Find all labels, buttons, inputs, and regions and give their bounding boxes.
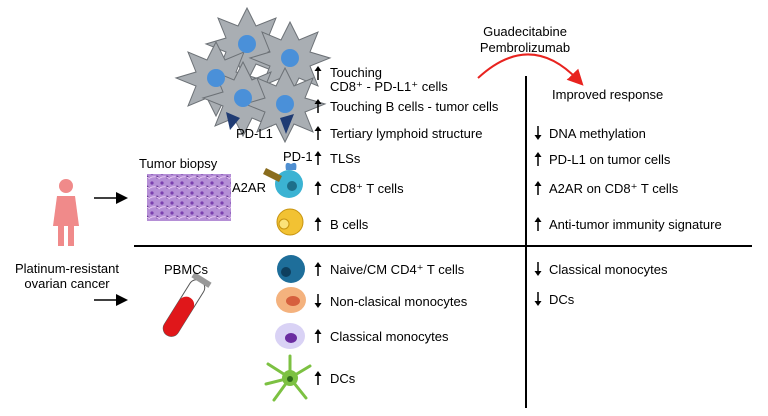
biopsy-histology-image	[147, 174, 231, 221]
response-antitumor-signature: Anti-tumor immunity signature	[549, 217, 722, 232]
tumor-cells-icon	[174, 6, 332, 144]
pd1-label: PD-1	[283, 149, 313, 164]
therapy-drug-1: Guadecitabine	[483, 24, 567, 39]
trend-arrow-head	[534, 301, 542, 306]
tumor-finding-b-cells: B cells	[330, 217, 369, 232]
blood-finding-dcs: DCs	[330, 371, 356, 386]
tumor-finding-b-tumor-contact: Touching B cells - tumor cells	[330, 99, 499, 114]
tumor-finding-tls-structure: Tertiary lymphoid structure	[330, 126, 483, 141]
pdl1-triangles	[226, 112, 294, 134]
pbmc-label: PBMCs	[164, 262, 209, 277]
trend-arrow-head	[534, 152, 542, 157]
non-classical-monocyte-nucleus	[286, 296, 300, 306]
dendritic-cell-nucleus	[287, 376, 293, 382]
tumor-finding-cd8: CD8⁺ T cells	[330, 181, 404, 196]
trend-arrow-head	[314, 151, 322, 156]
response-classical-mono: Classical monocytes	[549, 262, 668, 277]
pd1-receptor-icon	[285, 162, 297, 170]
trend-arrow-head	[314, 126, 322, 131]
naive-cd4-t-cell-icon	[277, 255, 305, 283]
blood-finding-classical-mono: Classical monocytes	[330, 329, 449, 344]
direction-arrows	[314, 66, 542, 385]
response-a2ar-cd8: A2AR on CD8⁺ T cells	[549, 181, 679, 196]
a2ar-receptor-icon	[263, 168, 282, 182]
outcome-header: Improved response	[552, 87, 664, 102]
therapy-arrow	[477, 53, 584, 86]
patient-icon	[53, 179, 79, 246]
therapy-drug-2: Pembrolizumab	[479, 40, 571, 55]
a2ar-label: A2AR	[232, 180, 266, 195]
response-dna-methylation: DNA methylation	[549, 126, 646, 141]
trend-arrow-head	[534, 181, 542, 186]
tumor-nuclei	[207, 35, 299, 113]
tumor-finding-tlss: TLSs	[330, 151, 361, 166]
trend-arrow-head	[314, 181, 322, 186]
tumor-finding-touching-cells: CD8⁺ - PD-L1⁺ cells	[330, 79, 448, 94]
biopsy-label: Tumor biopsy	[139, 156, 218, 171]
trend-arrow-head	[314, 329, 322, 334]
b-cell-nucleus	[278, 218, 290, 230]
trend-arrow-head	[314, 66, 322, 71]
naive-cd4-nucleus	[281, 267, 291, 277]
classical-monocyte-nucleus	[285, 333, 297, 343]
trend-arrow-head	[534, 271, 542, 276]
patient-label-line2: ovarian cancer	[24, 276, 110, 291]
blood-finding-naive-cd4: Naive/CM CD4⁺ T cells	[330, 262, 465, 277]
trend-arrow-head	[314, 303, 322, 308]
response-pdl1-tumor: PD-L1 on tumor cells	[549, 152, 671, 167]
trend-arrow-head	[314, 371, 322, 376]
response-dcs: DCs	[549, 292, 575, 307]
trend-arrow-head	[314, 217, 322, 222]
cd8-t-cell-nucleus	[287, 181, 297, 191]
trend-arrow-head	[534, 217, 542, 222]
patient-label-line1: Platinum-resistant	[14, 261, 120, 276]
tumor-finding-touching: Touching	[330, 65, 383, 80]
blood-finding-nonclassical-mono: Non-clasical monocytes	[330, 294, 468, 309]
trend-arrow-head	[314, 99, 322, 104]
blood-tube-icon	[162, 272, 212, 337]
pdl1-label: PD-L1	[236, 126, 273, 141]
trend-arrow-head	[314, 262, 322, 267]
trend-arrow-head	[534, 135, 542, 140]
